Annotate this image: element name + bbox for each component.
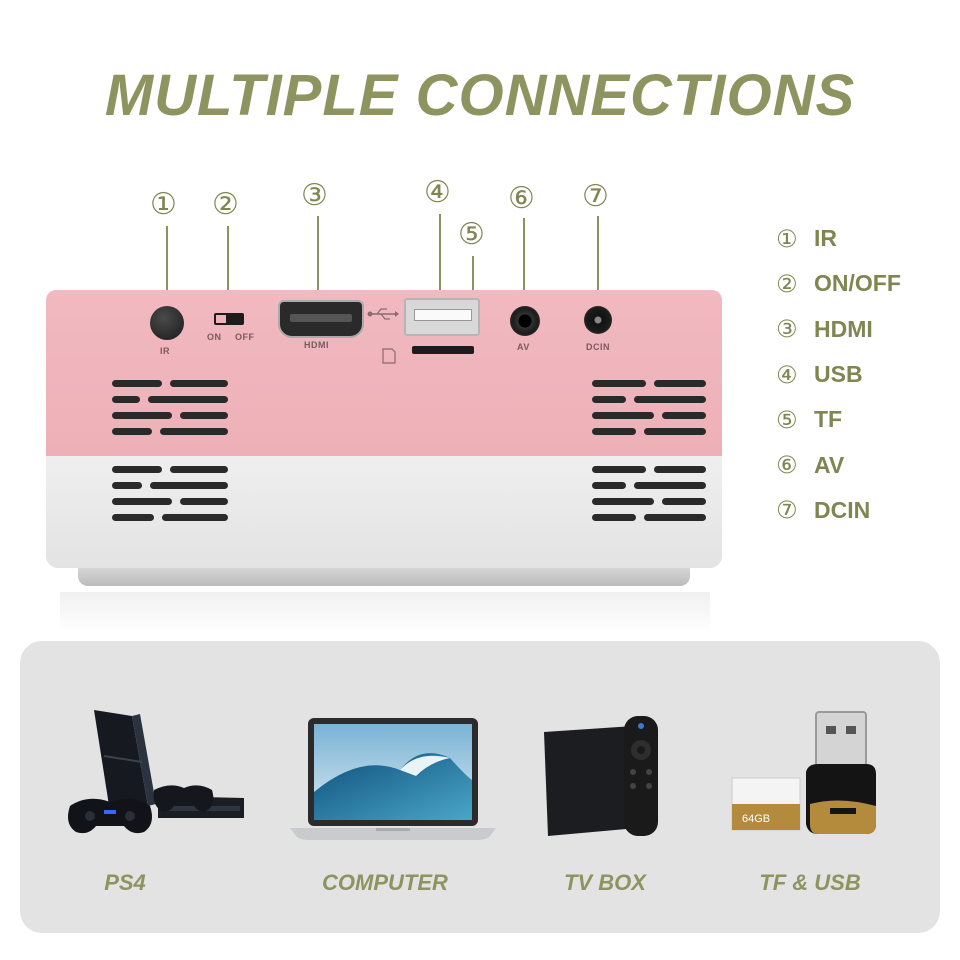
usb-tf-card-icon: 64GB: [731, 711, 876, 834]
device-bottom-shell: [46, 456, 722, 568]
tf-card-slot[interactable]: [412, 346, 474, 354]
usb-port[interactable]: [404, 298, 480, 336]
dcin-label: DCIN: [586, 342, 610, 352]
hdmi-label: HDMI: [304, 340, 329, 350]
leader-line-4: [439, 214, 441, 298]
ir-label: IR: [160, 346, 170, 356]
av-jack[interactable]: [510, 306, 540, 336]
ir-receiver: [150, 306, 184, 340]
sd-card-capacity-label: 64GB: [742, 813, 770, 825]
av-label: AV: [517, 342, 530, 352]
leader-line-1: [166, 226, 168, 306]
device-label-tv-box: TV BOX: [564, 870, 646, 895]
device-reflection: [60, 592, 710, 632]
tf-card-symbol-icon: [382, 348, 396, 364]
switch-on-label: ON: [207, 332, 222, 342]
callout-4: ④: [424, 175, 451, 210]
dcin-jack[interactable]: [584, 306, 612, 334]
page-title: MULTIPLE CONNECTIONS: [104, 63, 856, 128]
leader-line-2: [227, 226, 229, 306]
power-switch[interactable]: [214, 313, 244, 325]
hdmi-port[interactable]: [278, 300, 364, 338]
callout-1: ①: [150, 187, 177, 222]
usb-symbol-icon: [367, 308, 399, 320]
callout-2: ②: [212, 187, 239, 222]
callout-6: ⑥: [508, 181, 535, 216]
callout-7: ⑦: [582, 179, 609, 214]
leader-line-7: [597, 216, 599, 308]
leader-line-3: [317, 216, 319, 300]
leader-line-6: [523, 218, 525, 308]
callout-3: ③: [301, 178, 328, 213]
device-base: [78, 566, 690, 586]
tv-box-icon: [544, 716, 658, 836]
device-label-tf-usb: TF & USB: [759, 870, 861, 895]
device-label-ps4: PS4: [104, 870, 146, 895]
callout-5: ⑤: [458, 217, 485, 252]
laptop-icon: [290, 718, 496, 840]
switch-off-label: OFF: [235, 332, 255, 342]
device-label-computer: COMPUTER: [322, 870, 448, 895]
ps4-console-icon: [68, 710, 244, 834]
